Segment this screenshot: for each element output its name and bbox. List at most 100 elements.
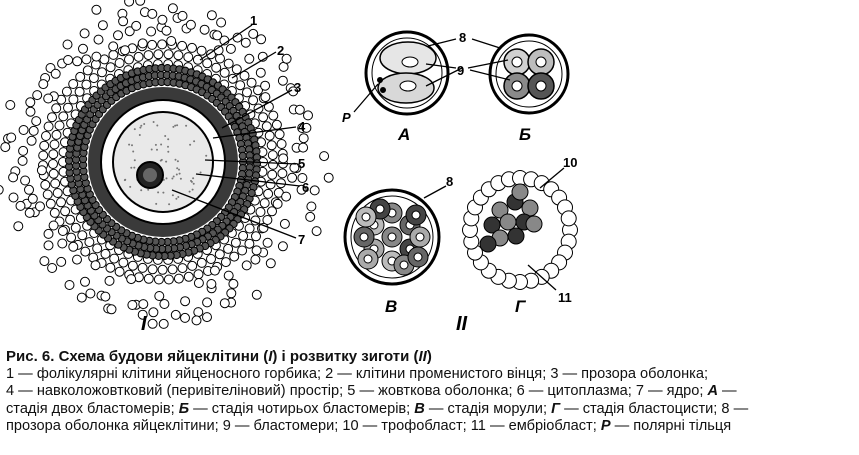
follicular-cell xyxy=(78,43,88,54)
granule xyxy=(147,188,150,191)
granule xyxy=(140,189,143,192)
follicular-cell xyxy=(43,121,54,132)
granule xyxy=(162,178,165,181)
follicular-cell xyxy=(209,265,220,276)
follicular-cell xyxy=(143,273,154,284)
follicular-cell xyxy=(124,26,135,37)
follicular-cell xyxy=(235,80,246,91)
follicular-cell xyxy=(268,110,279,121)
follicular-cell xyxy=(79,28,90,39)
stage-b-nucleus-1 xyxy=(511,56,523,68)
follicular-cell xyxy=(255,67,266,78)
granule xyxy=(152,121,155,123)
follicular-cell xyxy=(272,198,283,209)
follicular-cell xyxy=(271,119,282,130)
follicular-cell xyxy=(0,142,11,153)
diagram-canvas: 1 2 3 4 5 6 7 8 9 P 8 10 11 А Б В Г I II xyxy=(0,0,578,335)
stage-a-nucleus-2 xyxy=(399,80,417,92)
follicular-cell xyxy=(258,112,269,123)
follicular-cell xyxy=(267,206,277,217)
granule xyxy=(193,140,196,143)
follicular-cell xyxy=(278,153,289,164)
stage-a-nucleus-1 xyxy=(401,56,419,68)
follicular-cell xyxy=(68,94,79,105)
granule xyxy=(155,202,158,205)
follicular-cell xyxy=(113,30,123,41)
follicular-cell xyxy=(77,230,88,241)
follicular-cell xyxy=(24,184,34,195)
follicular-cell xyxy=(48,149,59,160)
follicular-cell xyxy=(180,296,191,307)
follicular-cell xyxy=(173,50,184,61)
follicular-cell xyxy=(75,71,86,82)
follicular-cell xyxy=(223,270,234,281)
follicular-cell xyxy=(51,103,62,114)
follicular-cell xyxy=(238,230,249,241)
follicular-cell xyxy=(193,269,204,280)
granule xyxy=(165,177,168,180)
stage-b-nucleus-2 xyxy=(535,56,547,68)
follicular-cell xyxy=(5,100,16,110)
follicular-cell xyxy=(108,41,119,52)
granule xyxy=(176,160,179,163)
follicular-cell xyxy=(240,37,251,48)
callout-9-top: 9 xyxy=(457,63,464,78)
follicular-cell xyxy=(57,226,68,236)
follicular-cell xyxy=(177,40,188,51)
follicular-cell xyxy=(147,39,158,50)
follicular-cell xyxy=(143,50,154,61)
leader-8c xyxy=(423,185,447,199)
follicular-cell xyxy=(183,52,194,63)
follicular-cell xyxy=(199,24,210,35)
follicular-cell xyxy=(54,120,65,131)
stage-b-nucleus-4 xyxy=(535,80,547,92)
follicular-cell xyxy=(265,179,276,190)
granule xyxy=(171,177,174,180)
granule xyxy=(199,171,202,174)
follicular-cell xyxy=(17,155,28,166)
follicular-cell xyxy=(301,122,312,133)
morula-cell-nucleus xyxy=(375,204,385,214)
follicular-cell xyxy=(25,106,36,117)
follicular-cell xyxy=(15,200,26,211)
follicular-cell xyxy=(177,10,188,21)
callout-6: 6 xyxy=(302,180,309,195)
leader-1 xyxy=(199,24,253,61)
follicular-cell xyxy=(267,169,278,180)
granule xyxy=(165,160,168,163)
follicular-cell xyxy=(153,49,164,60)
caption-label-p: Р xyxy=(600,418,611,434)
granule xyxy=(185,124,188,127)
follicular-cell xyxy=(105,262,116,273)
granule xyxy=(154,143,157,146)
follicular-cell xyxy=(20,175,31,186)
follicular-cell xyxy=(43,228,54,239)
follicular-cell xyxy=(76,292,87,303)
morula-cell-nucleus xyxy=(411,210,421,220)
callout-1: 1 xyxy=(250,13,257,28)
caption-line-2: 4 — навколожовтковий (перивітеліновий) п… xyxy=(6,383,856,401)
granule xyxy=(167,138,170,141)
follicular-cell xyxy=(267,150,278,161)
follicular-cell xyxy=(147,318,158,329)
follicular-cell xyxy=(63,55,74,65)
follicular-cell xyxy=(43,240,54,251)
follicular-cell xyxy=(161,25,172,36)
follicular-cell xyxy=(137,38,148,49)
follicular-cell xyxy=(266,140,277,151)
follicular-cell xyxy=(118,257,129,268)
follicular-cell xyxy=(296,184,307,195)
follicular-cell xyxy=(137,309,148,320)
granule xyxy=(190,180,193,183)
follicular-cell xyxy=(202,312,212,323)
granule xyxy=(178,172,181,175)
stage-label-a: А xyxy=(397,125,410,144)
follicular-cell xyxy=(137,262,148,273)
follicular-cell xyxy=(196,257,207,268)
morula-cell-nucleus xyxy=(415,232,425,242)
follicular-cell xyxy=(159,299,170,309)
follicular-cell xyxy=(108,49,119,60)
follicular-cell xyxy=(264,130,275,141)
follicular-cell xyxy=(196,45,207,56)
follicular-cell xyxy=(167,264,178,275)
